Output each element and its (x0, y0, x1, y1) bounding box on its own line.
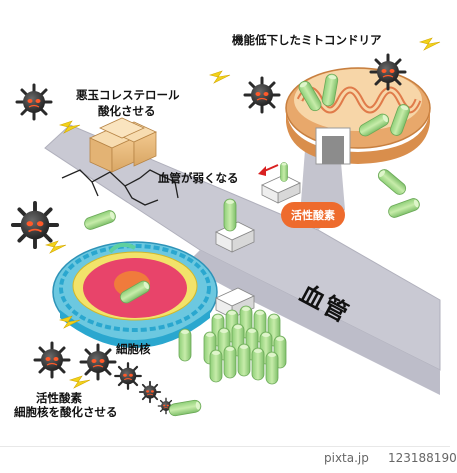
virus-icon-bottom-2 (79, 343, 117, 381)
diagram-canvas (10, 37, 441, 418)
virus-icon-mito-left (243, 76, 281, 114)
virus-icon-nucleus (10, 200, 60, 250)
label-oxidize-2: 細胞核を酸化させる (14, 405, 118, 419)
label-nucleus: 細胞核 (116, 342, 151, 356)
virus-icon-mito-right (369, 53, 407, 91)
blood-vessel-road-branch (185, 250, 440, 395)
mitochondria-gate (315, 127, 351, 165)
arrow-icon (258, 164, 279, 176)
diagram-stage: 機能低下したミトコンドリア 悪玉コレステロール 酸化させる 血管が弱くなる 活性… (0, 33, 457, 470)
label-cholesterol-1: 悪玉コレステロール (76, 88, 180, 102)
truck-icon-upper (261, 162, 301, 204)
virus-icon-bottom-1 (33, 341, 71, 379)
cell-cluster (203, 305, 287, 385)
active-oxygen-badge: 活性酸素 (281, 202, 345, 228)
virus-icon-bottom-3 (114, 362, 142, 390)
cholesterol-boxes (89, 117, 157, 173)
virus-icon-cholesterol (15, 83, 53, 121)
footer-bar: pixta.jp 123188190 (0, 446, 457, 470)
footer-brand: pixta.jp (324, 451, 369, 465)
label-vessel-weak: 血管が弱くなる (158, 171, 239, 185)
label-cholesterol-2: 酸化させる (98, 104, 156, 118)
footer-image-id: 123188190 (388, 451, 457, 465)
label-mitochondria: 機能低下したミトコンドリア (232, 33, 382, 47)
virus-icon-bottom-4 (138, 380, 162, 404)
label-oxidize-1: 活性酸素 (36, 391, 82, 405)
vessel-cracks (61, 169, 179, 206)
